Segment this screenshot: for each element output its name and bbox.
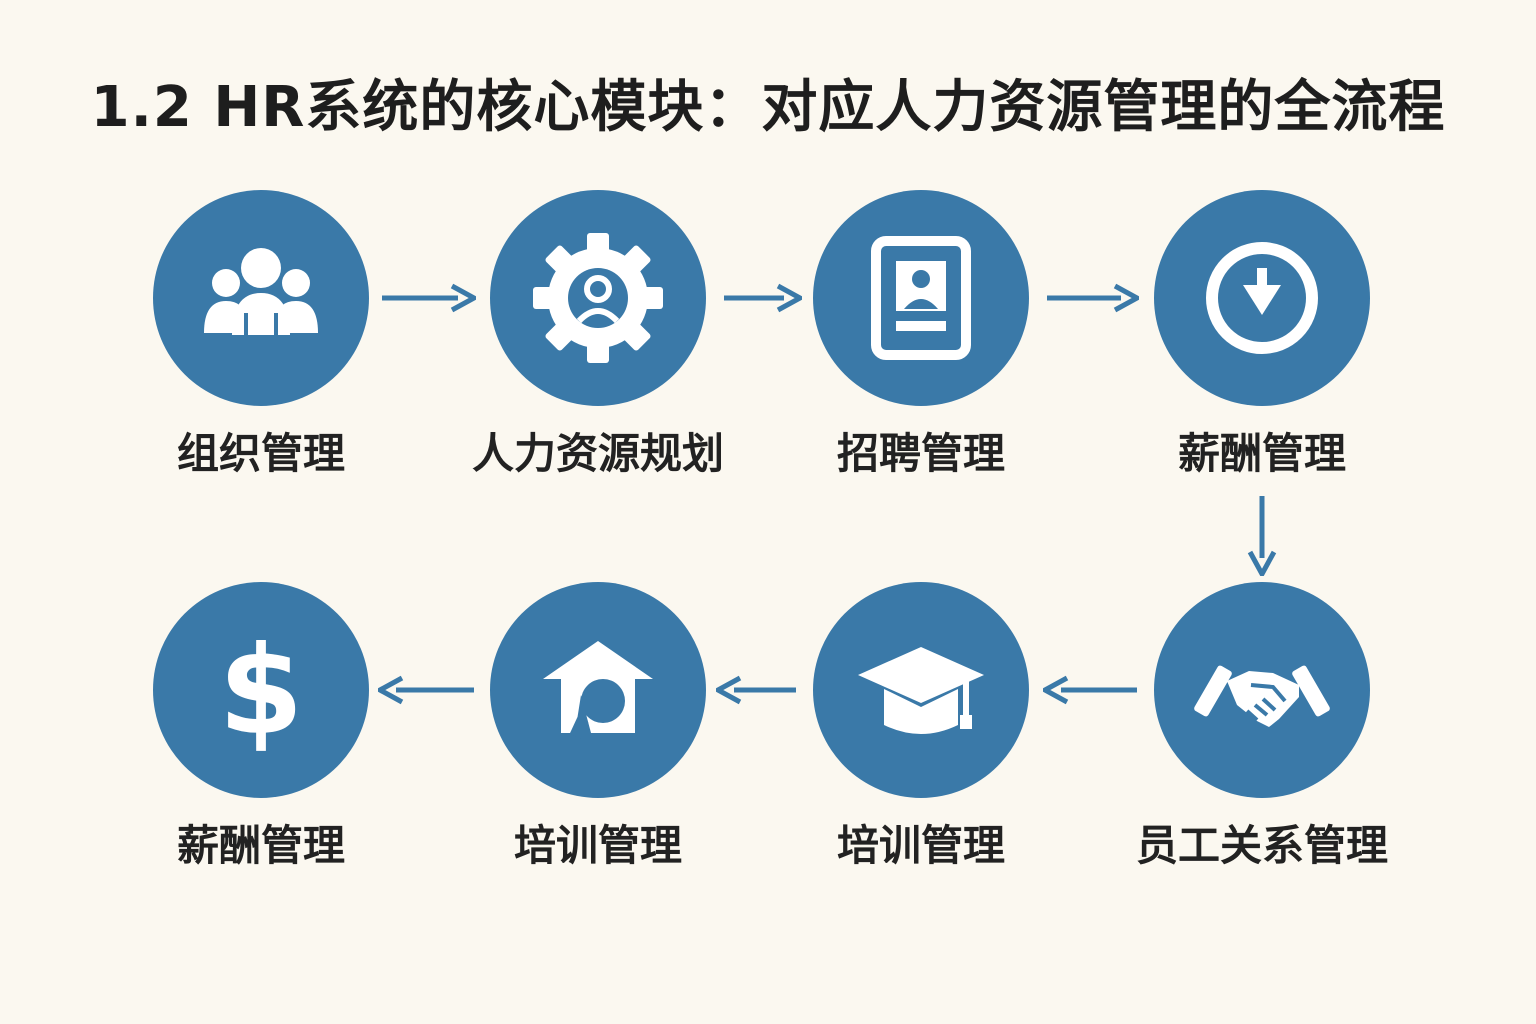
module-label: 员工关系管理	[1135, 821, 1388, 870]
flow-arrow-left	[716, 675, 796, 705]
flow-arrow-right	[1047, 283, 1139, 313]
module-label: 人力资源规划	[471, 429, 724, 478]
module-label: 薪酬管理	[1177, 429, 1346, 478]
module-label: 薪酬管理	[176, 821, 345, 870]
module-label: 组织管理	[176, 429, 345, 478]
graduation-cap-icon	[858, 647, 984, 734]
gear-person-icon	[533, 233, 663, 363]
svg-text:$: $	[219, 620, 304, 762]
module-node-hr-planning[interactable]	[490, 190, 706, 406]
module-node-recruitment[interactable]	[813, 190, 1029, 406]
module-node-employee-relations[interactable]	[1154, 582, 1370, 798]
module-node-organization[interactable]	[153, 190, 369, 406]
clock-down-icon	[1206, 242, 1318, 354]
module-node-training-house[interactable]	[490, 582, 706, 798]
flow-arrow-right	[724, 283, 802, 313]
module-node-compensation[interactable]	[1154, 190, 1370, 406]
module-node-training-cap[interactable]	[813, 582, 1029, 798]
id-card-icon	[871, 236, 971, 360]
flow-arrow-left	[1043, 675, 1137, 705]
house-arrow-icon	[543, 641, 653, 739]
page-title: 1.2 HR系统的核心模块：对应人力资源管理的全流程	[90, 75, 1446, 140]
module-label: 培训管理	[836, 821, 1005, 870]
dollar-icon: $	[219, 620, 304, 762]
flow-arrow-right	[382, 283, 476, 313]
module-label: 培训管理	[513, 821, 682, 870]
flow-arrow-down	[1247, 496, 1277, 576]
handshake-icon	[1194, 665, 1330, 727]
module-node-payroll[interactable]: $	[153, 582, 369, 798]
module-label: 招聘管理	[836, 429, 1005, 478]
flow-arrow-left	[378, 675, 474, 705]
people-group-icon	[204, 248, 318, 335]
